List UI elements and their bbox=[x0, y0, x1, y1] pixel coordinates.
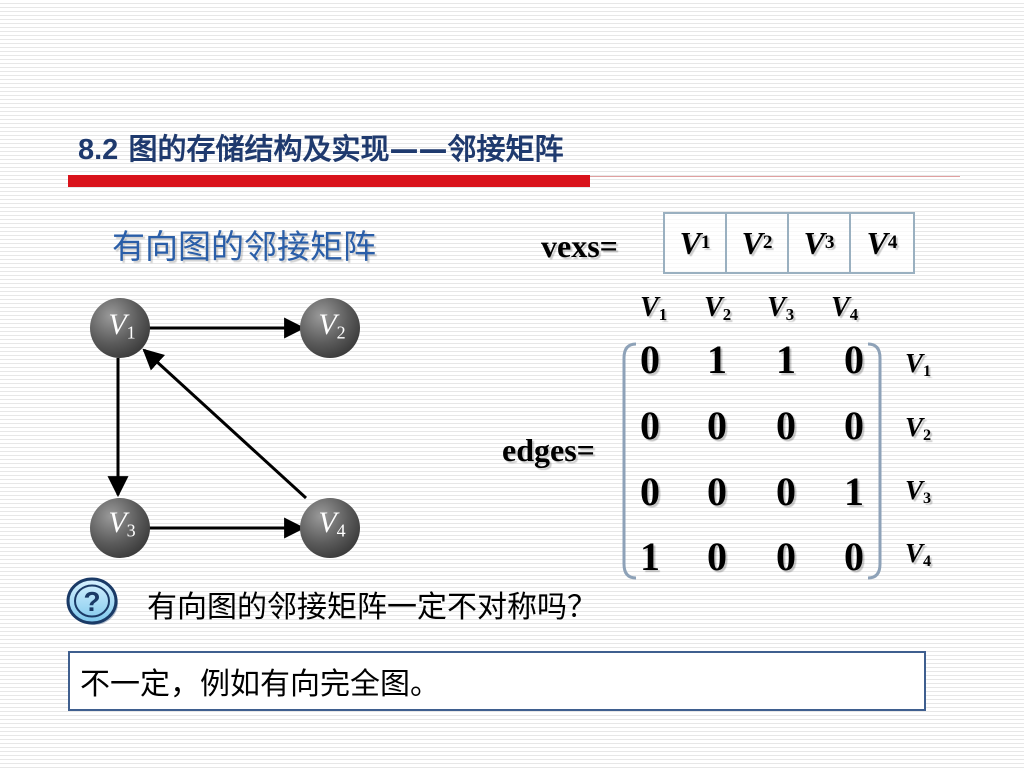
matrix-cell: 0 bbox=[776, 403, 796, 448]
matrix-cell: 0 bbox=[640, 403, 660, 448]
matrix-cell: 0 bbox=[640, 469, 660, 514]
question-mark-icon: ? bbox=[66, 577, 118, 625]
matrix-cell: 1 bbox=[707, 337, 727, 382]
vexs-label: vexs= bbox=[541, 228, 618, 264]
matrix-cell: 1 bbox=[776, 337, 796, 382]
answer-text: 不一定，例如有向完全图。 bbox=[80, 667, 440, 702]
matrix-cell: 1 bbox=[844, 469, 864, 514]
matrix-row-header: V1 bbox=[905, 348, 932, 381]
matrix-cell: 0 bbox=[776, 469, 796, 514]
matrix-cell: 0 bbox=[707, 403, 727, 448]
matrix-col-header: V1 bbox=[640, 292, 668, 325]
matrix-col-header: V3 bbox=[767, 292, 795, 325]
directed-graph bbox=[90, 298, 360, 558]
matrix-cell: 0 bbox=[844, 337, 864, 382]
title-rule bbox=[590, 176, 960, 177]
title-text: 图的存储结构及实现——邻接矩阵 bbox=[128, 132, 564, 166]
matrix-col-header: V2 bbox=[704, 292, 732, 325]
slide-title: 8.2 图的存储结构及实现——邻接矩阵 bbox=[78, 126, 563, 168]
matrix-cell: 0 bbox=[707, 469, 727, 514]
section-number: 8.2 bbox=[78, 134, 119, 166]
matrix-row-header: V2 bbox=[905, 412, 932, 445]
matrix-cell: 1 bbox=[640, 534, 660, 579]
graph-node-v4 bbox=[300, 498, 360, 558]
title-underline-bar bbox=[68, 175, 590, 187]
edges-label: edges= bbox=[502, 432, 595, 468]
answer-box bbox=[68, 651, 926, 711]
subtitle: 有向图的邻接矩阵 bbox=[112, 227, 376, 266]
svg-text:?: ? bbox=[83, 586, 100, 617]
matrix-brackets bbox=[622, 342, 882, 580]
matrix-cell: 0 bbox=[844, 403, 864, 448]
graph-node-v1 bbox=[90, 298, 150, 358]
matrix-cell: 0 bbox=[844, 534, 864, 579]
graph-node-v2 bbox=[300, 298, 360, 358]
graph-node-v3 bbox=[90, 498, 150, 558]
matrix-row-header: V3 bbox=[905, 475, 932, 508]
matrix-row-header: V4 bbox=[905, 538, 932, 571]
matrix-cell: 0 bbox=[640, 337, 660, 382]
edge-v4-v1 bbox=[142, 348, 308, 500]
matrix-cell: 0 bbox=[707, 534, 727, 579]
matrix-cell: 0 bbox=[776, 534, 796, 579]
question-text: 有向图的邻接矩阵一定不对称吗？ bbox=[147, 590, 597, 625]
matrix-col-header: V4 bbox=[831, 292, 859, 325]
